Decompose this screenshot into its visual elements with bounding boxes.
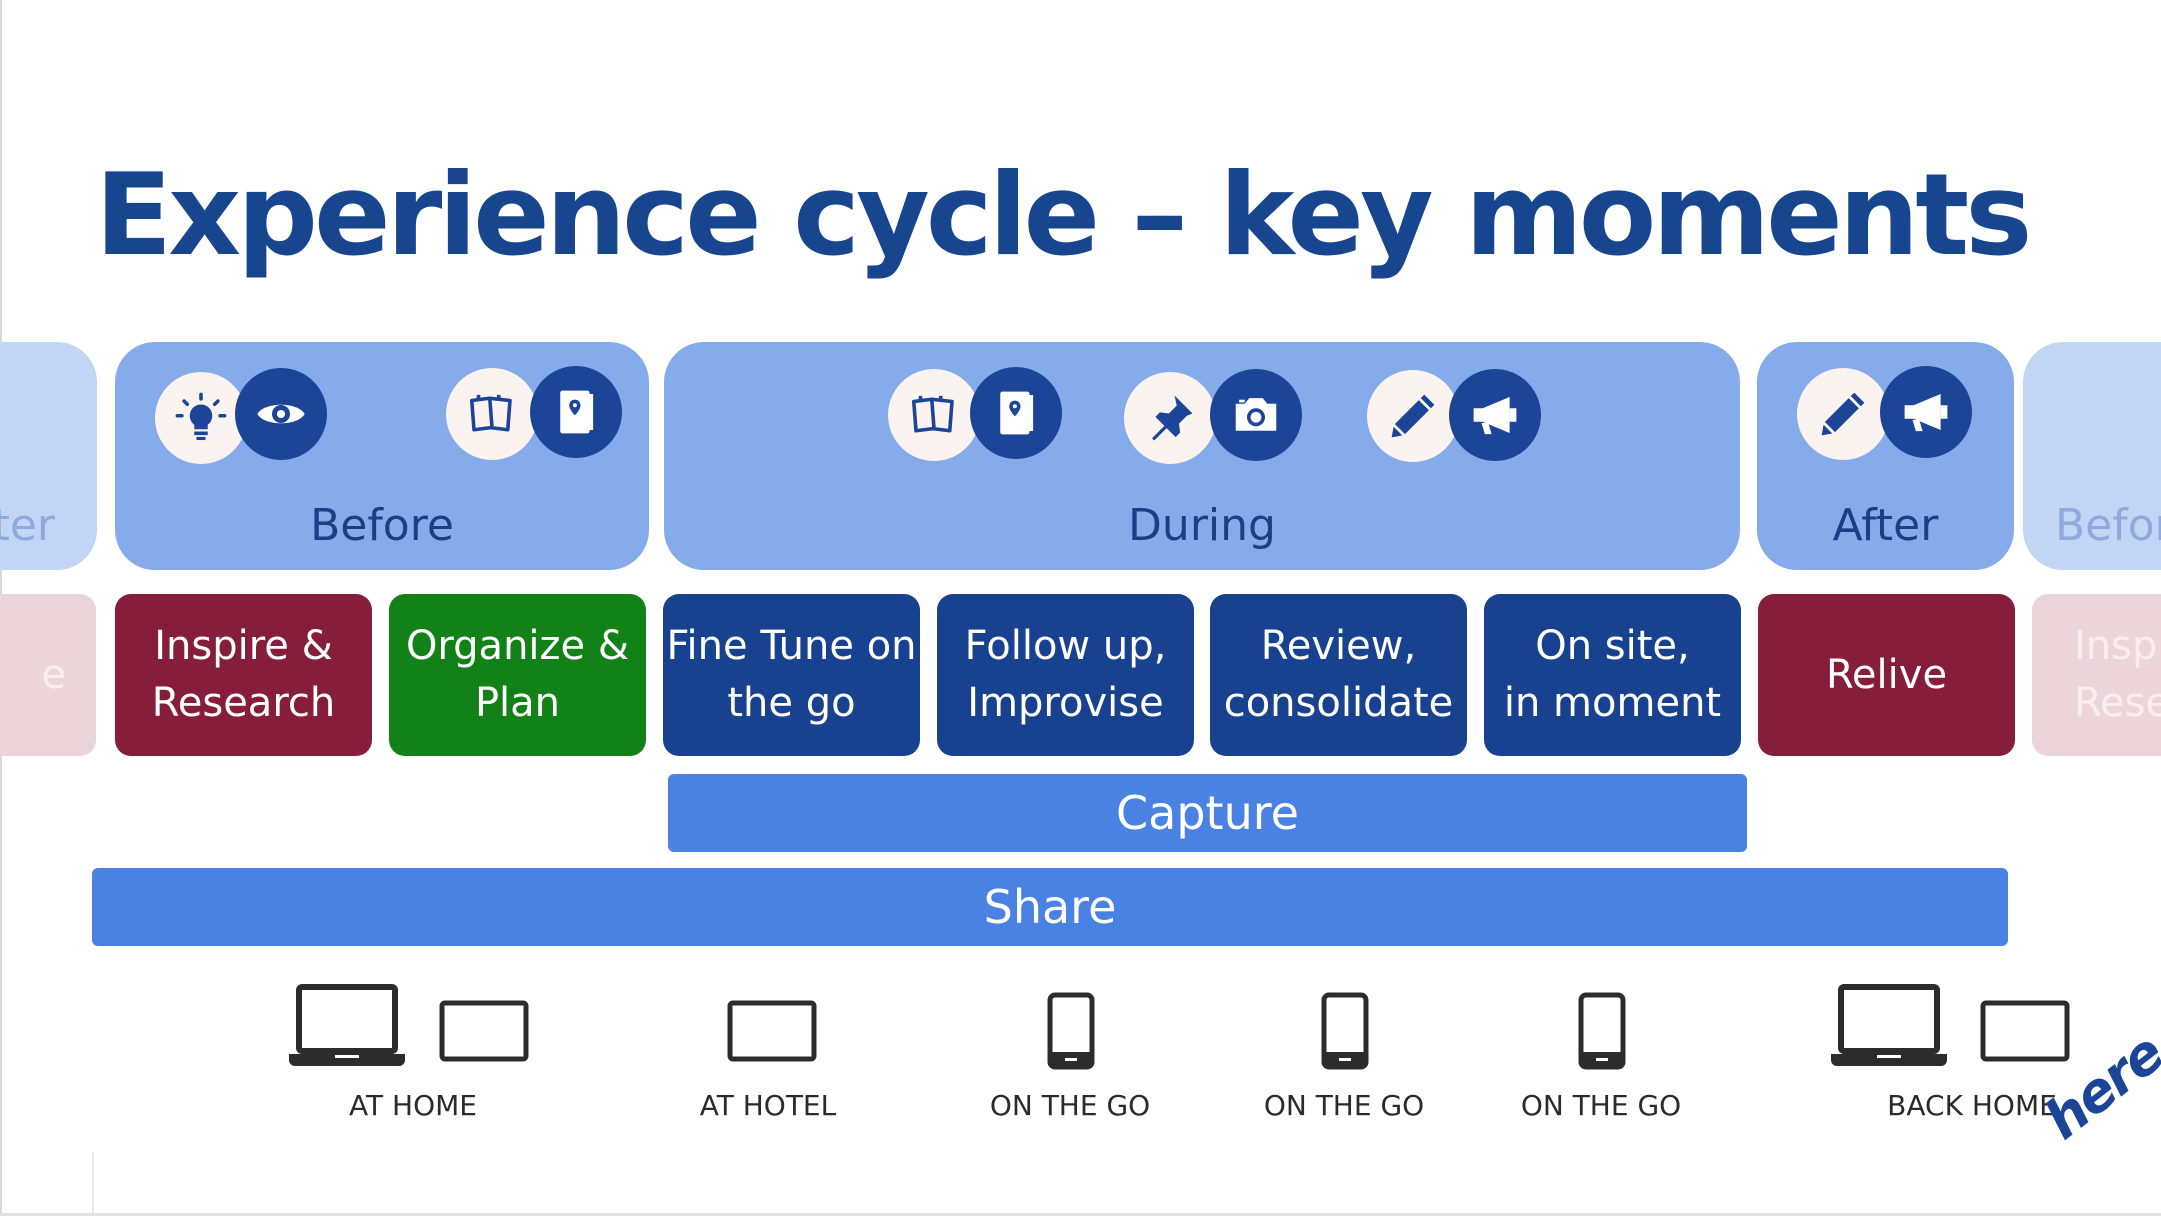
moment-card-inspire-research: Inspire & Research (115, 594, 372, 756)
moment-label: Organize & Plan (405, 623, 630, 726)
pin-icon (1124, 372, 1216, 464)
device-label-on-the-go: ON THE GO (989, 1089, 1151, 1122)
moment-card-on-site: On site, in moment (1484, 594, 1741, 756)
lightbulb-icon (155, 372, 247, 464)
device-label-at-hotel: AT HOTEL (699, 1089, 837, 1122)
page-title: Experience cycle – key moments (95, 149, 2033, 281)
moment-label: e (41, 651, 66, 698)
moment-label: Relive (1825, 651, 1948, 698)
camera-icon (1210, 369, 1302, 461)
phase-before-partial: Befor (2023, 342, 2161, 570)
laptop-icon (289, 984, 405, 1066)
moment-card-organize-plan: Organize & Plan (389, 594, 646, 756)
device-label-at-home: AT HOME (349, 1089, 477, 1122)
phase-label: During (1128, 499, 1276, 551)
phone-icon (1047, 992, 1095, 1070)
phase-during: During (664, 342, 1740, 570)
pencil-icon (1367, 370, 1459, 462)
tablet-icon (1980, 1000, 2070, 1062)
eye-icon (235, 368, 327, 460)
moment-label: Review, consolidate (1223, 623, 1454, 726)
phase-label: ter (0, 499, 55, 551)
moment-label: On site, in moment (1503, 623, 1722, 726)
tablet-icon (439, 1000, 529, 1062)
pencil-icon (1797, 368, 1889, 460)
laptop-icon (1831, 984, 1947, 1066)
notes-icon (888, 369, 980, 461)
moment-card-partial-right: Inspi Rese (2032, 594, 2161, 756)
moment-card-review: Review, consolidate (1210, 594, 1467, 756)
phase-after: After (1757, 342, 2014, 570)
moment-label: Inspi Rese (2074, 623, 2161, 726)
device-label-back-home: BACK HOME (1887, 1089, 2057, 1122)
phone-icon (1321, 992, 1369, 1070)
moment-label: Inspire & Research (151, 623, 336, 726)
notebook-icon (970, 367, 1062, 459)
notes-icon (446, 368, 538, 460)
moment-card-fine-tune: Fine Tune on the go (663, 594, 920, 756)
device-label-on-the-go: ON THE GO (1263, 1089, 1425, 1122)
device-label-on-the-go: ON THE GO (1520, 1089, 1682, 1122)
megaphone-icon (1449, 369, 1541, 461)
phase-before: Before (115, 342, 649, 570)
megaphone-icon (1880, 366, 1972, 458)
share-bar: Share (92, 868, 2008, 946)
moment-card-follow-up: Follow up, Improvise (937, 594, 1194, 756)
capture-bar: Capture (668, 774, 1747, 852)
moment-label: Follow up, Improvise (964, 623, 1167, 726)
footer-divider (92, 1152, 94, 1216)
phase-label: Before (310, 499, 454, 551)
phase-label: Befor (2055, 499, 2161, 551)
notebook-icon (530, 366, 622, 458)
bottom-border (0, 1213, 2161, 1216)
tablet-icon (727, 1000, 817, 1062)
phone-icon (1578, 992, 1626, 1070)
moment-label: Fine Tune on the go (666, 623, 917, 726)
moment-card-partial-left: e (0, 594, 96, 756)
moment-card-relive: Relive (1758, 594, 2015, 756)
phase-label: After (1832, 499, 1939, 551)
phase-after-partial: ter (0, 342, 97, 570)
